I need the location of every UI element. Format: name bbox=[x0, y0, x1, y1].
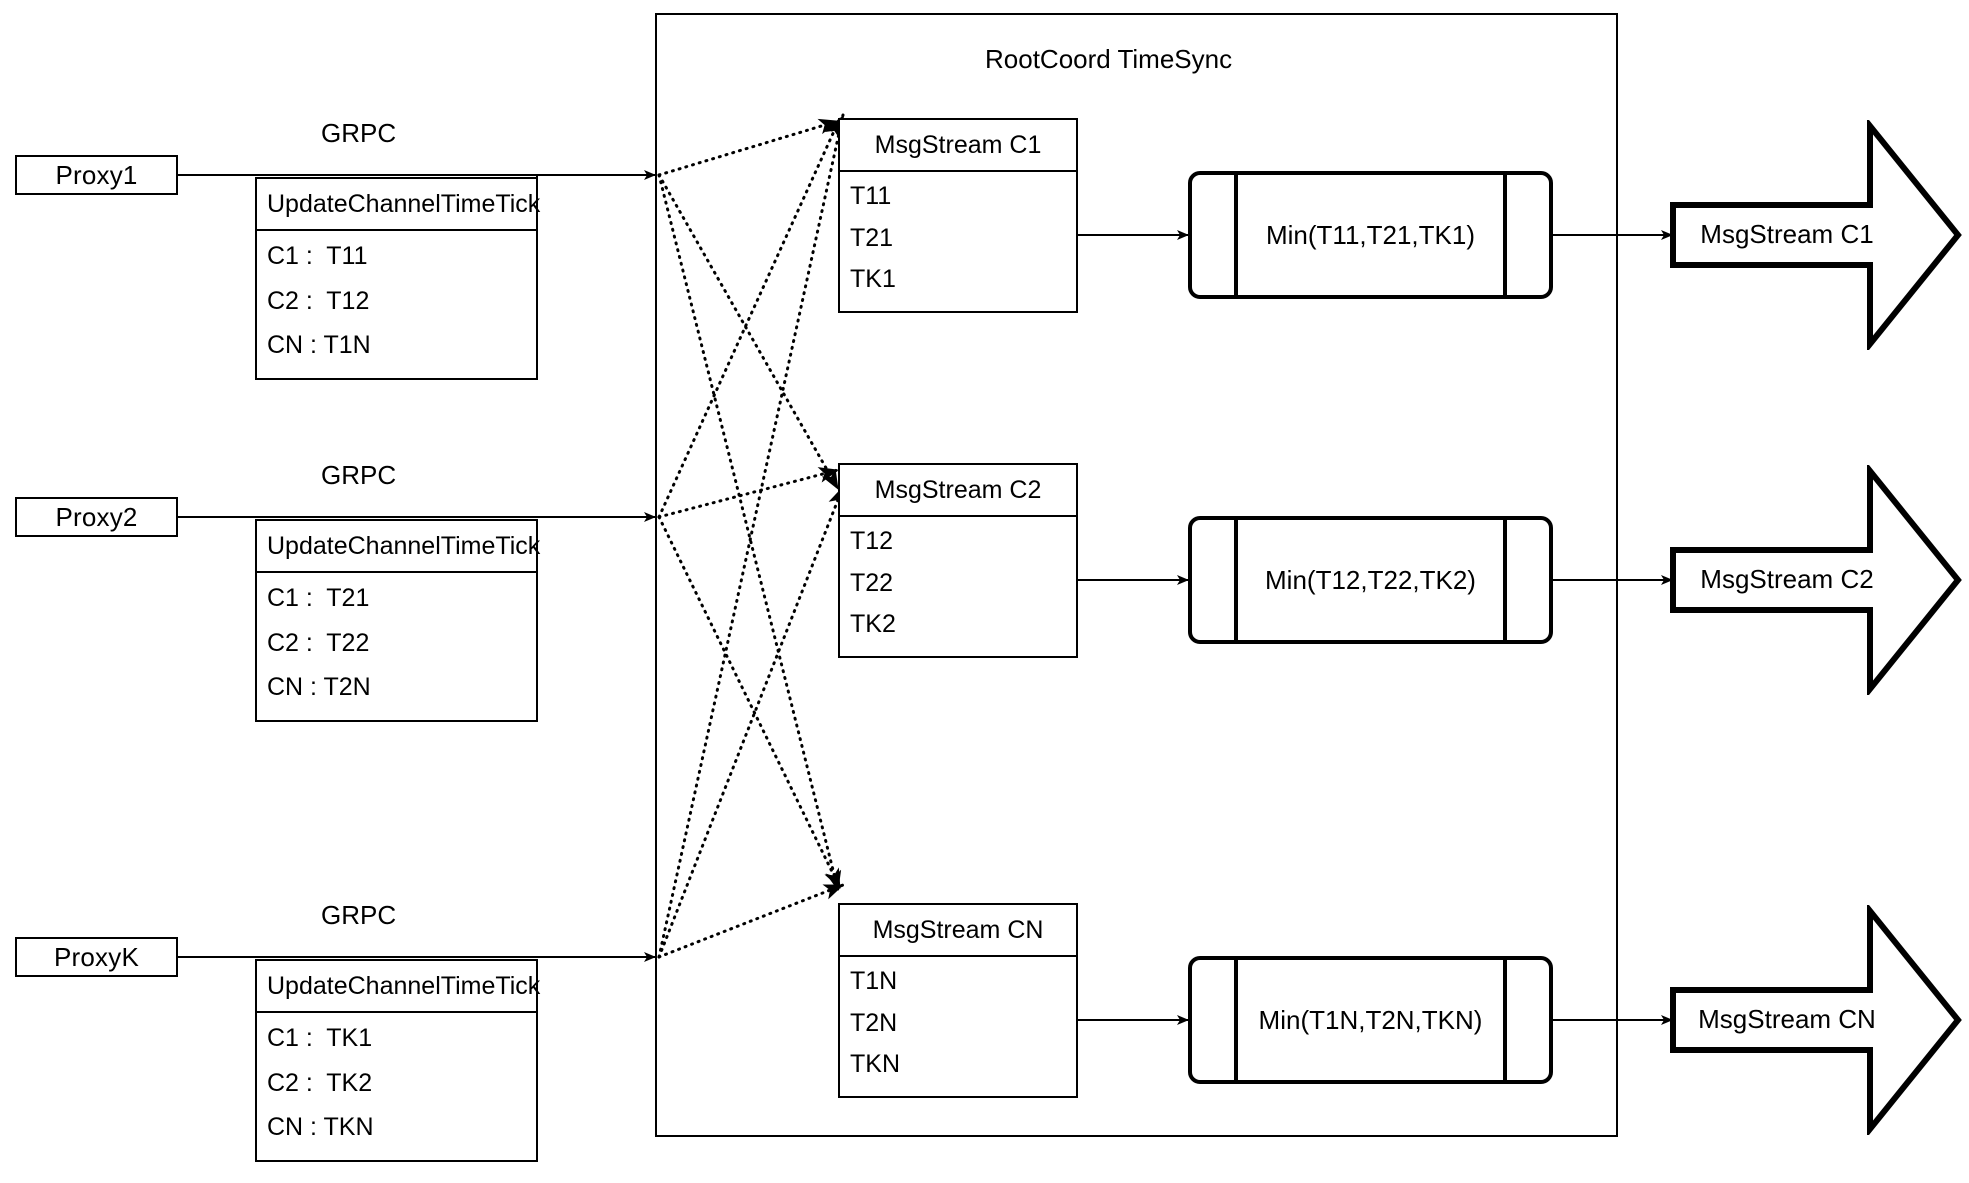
record-body: C1 : T11 C2 : T12 CN : T1N bbox=[257, 231, 536, 378]
rootcoord-timesync-title: RootCoord TimeSync bbox=[985, 44, 1233, 74]
record-row: TK1 bbox=[850, 265, 896, 294]
output-arrow-label: MsgStream CN bbox=[1698, 1004, 1876, 1034]
record-row: CN : T1N bbox=[267, 331, 371, 360]
record-row: T11 bbox=[850, 182, 892, 211]
record-row: C1 : T11 bbox=[267, 242, 368, 271]
record-row: T12 bbox=[850, 527, 894, 556]
min-expression: Min(T1N,T2N,TKN) bbox=[1258, 1004, 1483, 1035]
record-title: MsgStream C1 bbox=[840, 120, 1076, 172]
update-channel-timetick-record-1: UpdateChannelTimeTick C1 : T11 C2 : T12 … bbox=[255, 177, 540, 380]
record-row: T1N bbox=[850, 967, 898, 996]
msgstream-record-c2: MsgStream C2 T12 T22 TK2 bbox=[838, 463, 1078, 658]
record-title: UpdateChannelTimeTick bbox=[257, 521, 540, 573]
record-row: T21 bbox=[850, 223, 894, 252]
record-row: C1 : T21 bbox=[267, 584, 370, 613]
record-body: T11 T21 TK1 bbox=[840, 172, 1076, 311]
record-row: C2 : TK2 bbox=[267, 1068, 373, 1097]
output-arrow-c2: MsgStream C2 bbox=[1670, 465, 1962, 695]
min-expression: Min(T11,T21,TK1) bbox=[1265, 219, 1475, 250]
min-expression: Min(T12,T22,TK2) bbox=[1265, 564, 1476, 595]
msgstream-record-cn: MsgStream CN T1N T2N TKN bbox=[838, 903, 1078, 1098]
proxy-box-k[interactable]: ProxyK bbox=[15, 937, 178, 977]
proxy-box-1[interactable]: Proxy1 bbox=[15, 155, 178, 195]
record-row: CN : T2N bbox=[267, 673, 371, 702]
record-row: C1 : TK1 bbox=[267, 1024, 373, 1053]
record-body: C1 : TK1 C2 : TK2 CN : TKN bbox=[257, 1013, 536, 1160]
record-row: T2N bbox=[850, 1008, 898, 1037]
process-bar-right bbox=[1503, 956, 1507, 1084]
output-arrow-label: MsgStream C2 bbox=[1700, 564, 1874, 594]
record-title: MsgStream C2 bbox=[840, 465, 1076, 517]
arrow-shape bbox=[1670, 905, 1962, 1135]
process-bar-left bbox=[1234, 516, 1238, 644]
grpc-label-2: GRPC bbox=[321, 460, 397, 490]
record-row: CN : TKN bbox=[267, 1113, 374, 1142]
update-channel-timetick-record-2: UpdateChannelTimeTick C1 : T21 C2 : T22 … bbox=[255, 519, 540, 722]
process-bar-right bbox=[1503, 516, 1507, 644]
output-arrow-cn: MsgStream CN bbox=[1670, 905, 1962, 1135]
record-row: TKN bbox=[850, 1050, 900, 1079]
record-row: C2 : T12 bbox=[267, 286, 370, 315]
min-process-cn: Min(T1N,T2N,TKN) bbox=[1188, 956, 1553, 1084]
record-title: UpdateChannelTimeTick bbox=[257, 961, 540, 1013]
proxy-box-2[interactable]: Proxy2 bbox=[15, 497, 178, 537]
record-row: C2 : T22 bbox=[267, 628, 370, 657]
process-bar-left bbox=[1234, 956, 1238, 1084]
min-process-c2: Min(T12,T22,TK2) bbox=[1188, 516, 1553, 644]
output-arrow-label: MsgStream C1 bbox=[1700, 219, 1874, 249]
record-title: UpdateChannelTimeTick bbox=[257, 179, 540, 231]
min-process-c1: Min(T11,T21,TK1) bbox=[1188, 171, 1553, 299]
record-body: T12 T22 TK2 bbox=[840, 517, 1076, 656]
record-row: TK2 bbox=[850, 610, 896, 639]
arrow-shape bbox=[1670, 465, 1962, 695]
grpc-label-1: GRPC bbox=[321, 118, 397, 148]
update-channel-timetick-record-k: UpdateChannelTimeTick C1 : TK1 C2 : TK2 … bbox=[255, 959, 540, 1162]
record-row: T22 bbox=[850, 568, 894, 597]
output-arrow-c1: MsgStream C1 bbox=[1670, 120, 1962, 350]
record-body: T1N T2N TKN bbox=[840, 957, 1076, 1096]
record-title: MsgStream CN bbox=[840, 905, 1076, 957]
process-bar-right bbox=[1503, 171, 1507, 299]
process-bar-left bbox=[1234, 171, 1238, 299]
rootcoord-timesync-container bbox=[655, 13, 1618, 1137]
msgstream-record-c1: MsgStream C1 T11 T21 TK1 bbox=[838, 118, 1078, 313]
arrow-shape bbox=[1670, 120, 1962, 350]
record-body: C1 : T21 C2 : T22 CN : T2N bbox=[257, 573, 536, 720]
grpc-label-k: GRPC bbox=[321, 900, 397, 930]
